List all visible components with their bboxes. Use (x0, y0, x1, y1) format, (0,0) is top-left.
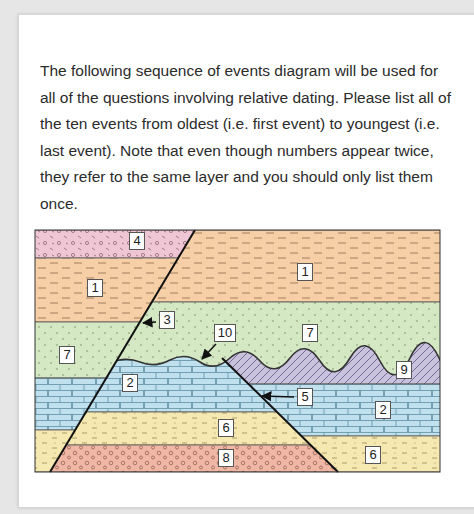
callout-number: 8 (218, 449, 233, 467)
callout-number: 6 (365, 446, 380, 464)
callout-number: 7 (59, 346, 74, 364)
callout-number: 2 (122, 374, 137, 392)
callout-number: 2 (375, 401, 390, 419)
leader-arrow (262, 396, 294, 397)
instructions-text: The following sequence of events diagram… (40, 58, 452, 217)
callout-number: 3 (159, 311, 174, 329)
callout-number: 10 (214, 324, 236, 342)
leader-arrow (143, 322, 156, 323)
leader-arrow (202, 344, 216, 359)
callout-number: 9 (396, 361, 411, 379)
callout-number: 4 (129, 232, 144, 250)
callout-number: 5 (297, 388, 312, 406)
callout-number: 7 (302, 324, 317, 342)
callout-number: 6 (218, 419, 233, 437)
callout-number: 1 (297, 263, 312, 281)
callout-number: 1 (87, 279, 102, 297)
